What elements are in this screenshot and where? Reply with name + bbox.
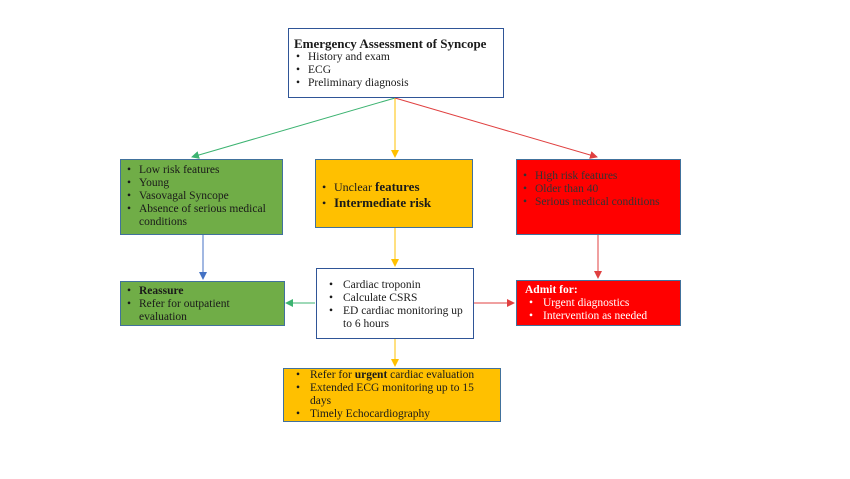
urgent-referral-box: Refer for urgent cardiac evaluation Exte…	[283, 368, 501, 422]
assessment-title: Emergency Assessment of Syncope	[294, 36, 487, 51]
urgent-item: Refer for urgent cardiac evaluation	[288, 369, 496, 382]
urgent-item: Extended ECG monitoring up to 15 days	[288, 382, 496, 408]
high-risk-box: High risk features Older than 40 Serious…	[516, 159, 681, 235]
unclear-item-features: Unclear features	[320, 179, 468, 195]
low-risk-item: Young	[125, 177, 278, 190]
urgent-item: Timely Echocardiography	[288, 408, 496, 421]
unclear-features-prefix: Unclear	[334, 180, 375, 194]
unclear-box: Unclear features Intermediate risk	[315, 159, 473, 228]
high-risk-item: Serious medical conditions	[521, 196, 676, 209]
workup-item: Cardiac troponin	[321, 279, 469, 292]
high-risk-item: Older than 40	[521, 183, 676, 196]
cardiac-workup-box: Cardiac troponin Calculate CSRS ED cardi…	[316, 268, 474, 339]
unclear-features-bold: features	[374, 179, 420, 194]
reassure-item: Refer for outpatient evaluation	[125, 298, 280, 324]
arrow-assessment-to-high-risk	[394, 97, 598, 159]
assessment-box: Emergency Assessment of Syncope History …	[288, 28, 504, 98]
low-risk-item: Absence of serious medical conditions	[125, 203, 278, 229]
high-risk-item: High risk features	[521, 170, 676, 183]
admit-item: Urgent diagnostics	[521, 297, 676, 310]
low-risk-box: Low risk features Young Vasovagal Syncop…	[120, 159, 283, 235]
workup-item: ED cardiac monitoring up to 6 hours	[321, 305, 469, 331]
low-risk-item: Low risk features	[125, 164, 278, 177]
admit-box: Admit for: Urgent diagnostics Interventi…	[516, 280, 681, 326]
assessment-item: History and exam	[294, 51, 498, 64]
arrow-assessment-to-low-risk	[191, 97, 396, 159]
reassure-item: Reassure	[125, 285, 280, 298]
low-risk-item: Vasovagal Syncope	[125, 190, 278, 203]
urgent-prefix: Refer for	[310, 369, 355, 381]
reassure-label: Reassure	[139, 285, 184, 297]
admit-item: Intervention as needed	[521, 310, 676, 323]
assessment-item: ECG	[294, 64, 498, 77]
assessment-item: Preliminary diagnosis	[294, 77, 498, 90]
admit-title: Admit for:	[525, 284, 578, 296]
intermediate-risk-label: Intermediate risk	[334, 195, 432, 210]
unclear-item-risk: Intermediate risk	[320, 195, 468, 211]
urgent-bold: urgent	[354, 369, 388, 381]
reassure-box: Reassure Refer for outpatient evaluation	[120, 281, 285, 326]
workup-item: Calculate CSRS	[321, 292, 469, 305]
urgent-suffix: cardiac evaluation	[387, 369, 475, 381]
